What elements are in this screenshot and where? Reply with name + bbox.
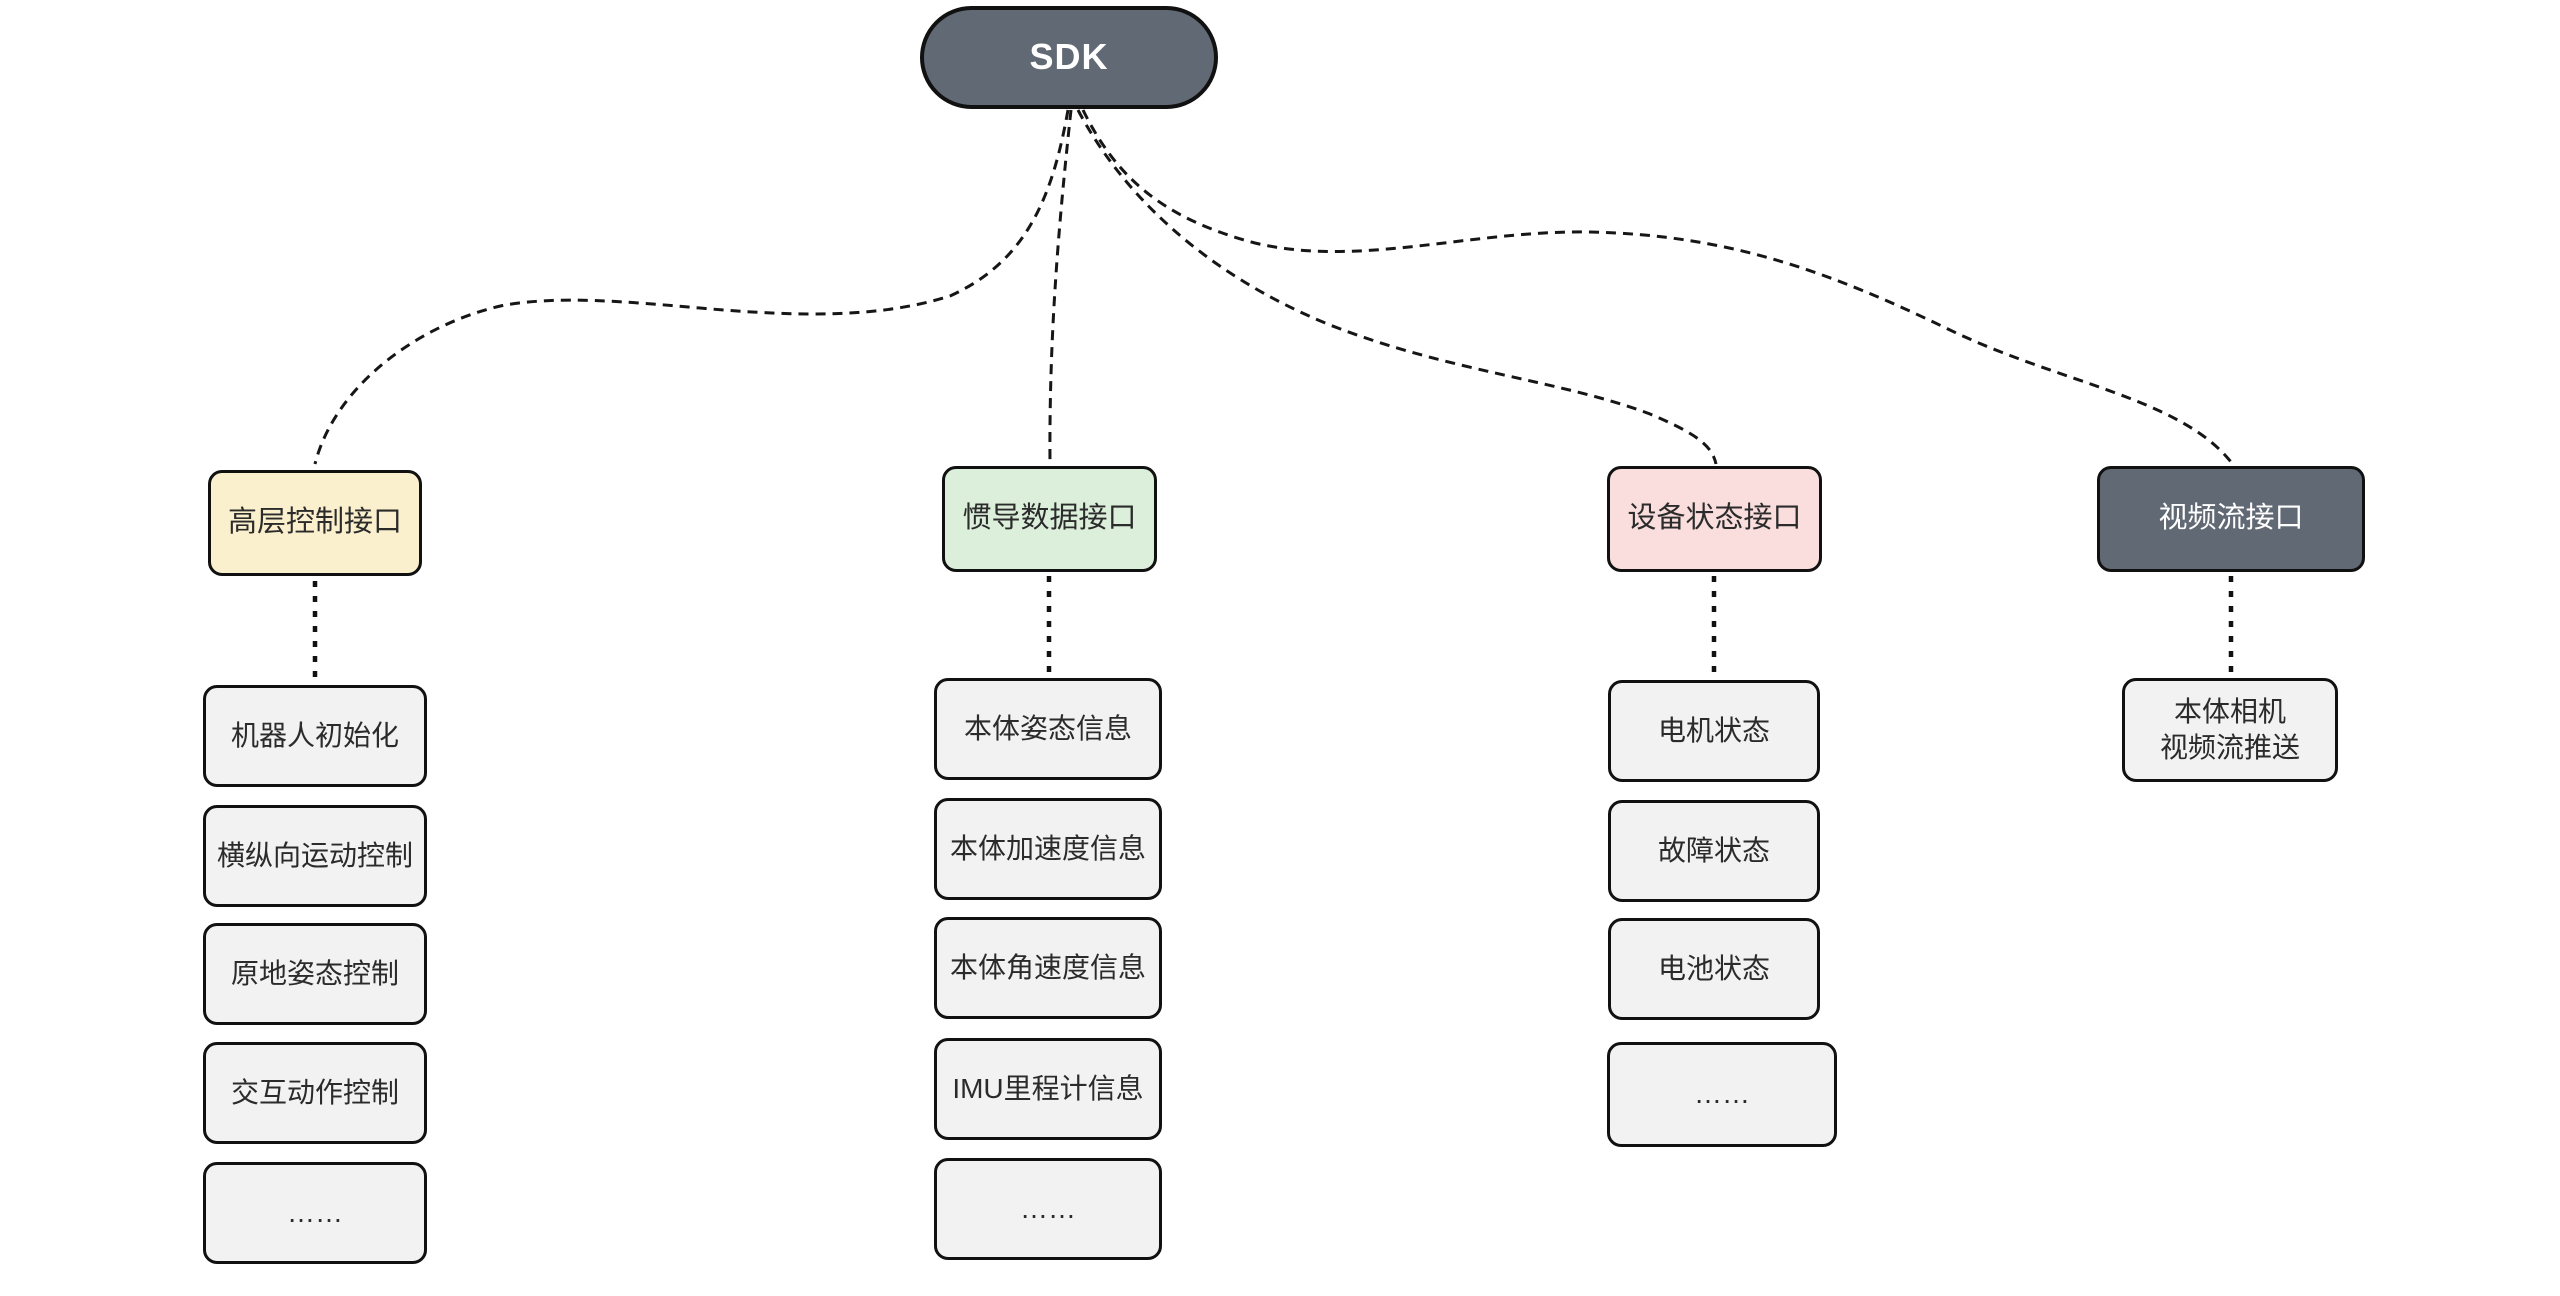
leaf-robot-initialization: 机器人初始化 (203, 685, 427, 787)
leaf-fault-status: 故障状态 (1608, 800, 1820, 902)
leaf-lateral-longitudinal-motion-control: 横纵向运动控制 (203, 805, 427, 907)
node-device-status-interface: 设备状态接口 (1607, 466, 1822, 572)
connector-sdk-to-imu-data (1048, 109, 1073, 465)
leaf-imu-more: …… (934, 1158, 1162, 1260)
leaf-in-place-attitude-control: 原地姿态控制 (203, 923, 427, 1025)
leaf-body-acceleration-info: 本体加速度信息 (934, 798, 1162, 900)
leaf-motor-status: 电机状态 (1608, 680, 1820, 782)
leaf-imu-odometry-info: IMU里程计信息 (934, 1038, 1162, 1140)
leaf-battery-status: 电池状态 (1608, 918, 1820, 1020)
leaf-interactive-action-control: 交互动作控制 (203, 1042, 427, 1144)
node-video-stream-interface: 视频流接口 (2097, 466, 2365, 572)
leaf-body-attitude-info: 本体姿态信息 (934, 678, 1162, 780)
node-high-level-control-interface: 高层控制接口 (208, 470, 422, 576)
leaf-body-angular-velocity-info: 本体角速度信息 (934, 917, 1162, 1019)
leaf-device-status-more: …… (1607, 1042, 1837, 1147)
connector-sdk-to-video-stream (1081, 109, 2233, 463)
leaf-body-camera-video-stream-push: 本体相机 视频流推送 (2122, 678, 2338, 782)
node-imu-data-interface: 惯导数据接口 (942, 466, 1157, 572)
leaf-high-level-more: …… (203, 1162, 427, 1264)
connector-sdk-to-high-level-control (313, 109, 1070, 465)
connector-sdk-to-device-status (1076, 109, 1718, 465)
node-sdk-root: SDK (920, 6, 1218, 109)
